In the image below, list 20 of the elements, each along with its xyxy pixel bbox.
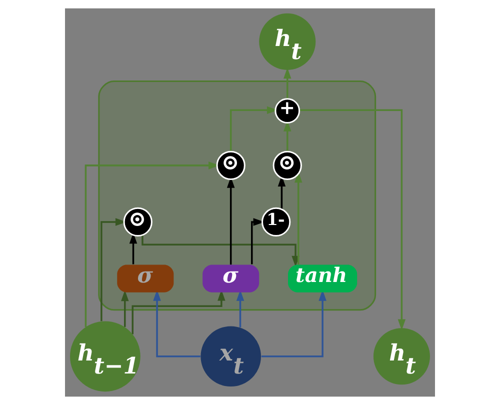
arrow <box>132 290 226 334</box>
node-box: tanh <box>288 264 358 292</box>
arrow <box>129 232 138 264</box>
node-box: σ <box>202 264 260 292</box>
arrow <box>300 109 406 330</box>
node-circle: ⊙ <box>272 150 302 180</box>
arrow <box>153 290 200 358</box>
arrow <box>261 290 326 358</box>
cluster <box>98 80 376 311</box>
arrow <box>284 68 292 99</box>
node-box: σ <box>117 264 174 292</box>
node-circle: ⊙ <box>123 207 152 237</box>
arrow <box>236 290 244 328</box>
arrow <box>251 218 264 264</box>
node-circle: 1- <box>262 207 291 237</box>
arrow <box>121 290 129 327</box>
arrow <box>142 235 300 267</box>
node-circle: ⊙ <box>216 150 246 180</box>
node-circle: + <box>274 98 300 124</box>
arrow <box>294 172 302 265</box>
